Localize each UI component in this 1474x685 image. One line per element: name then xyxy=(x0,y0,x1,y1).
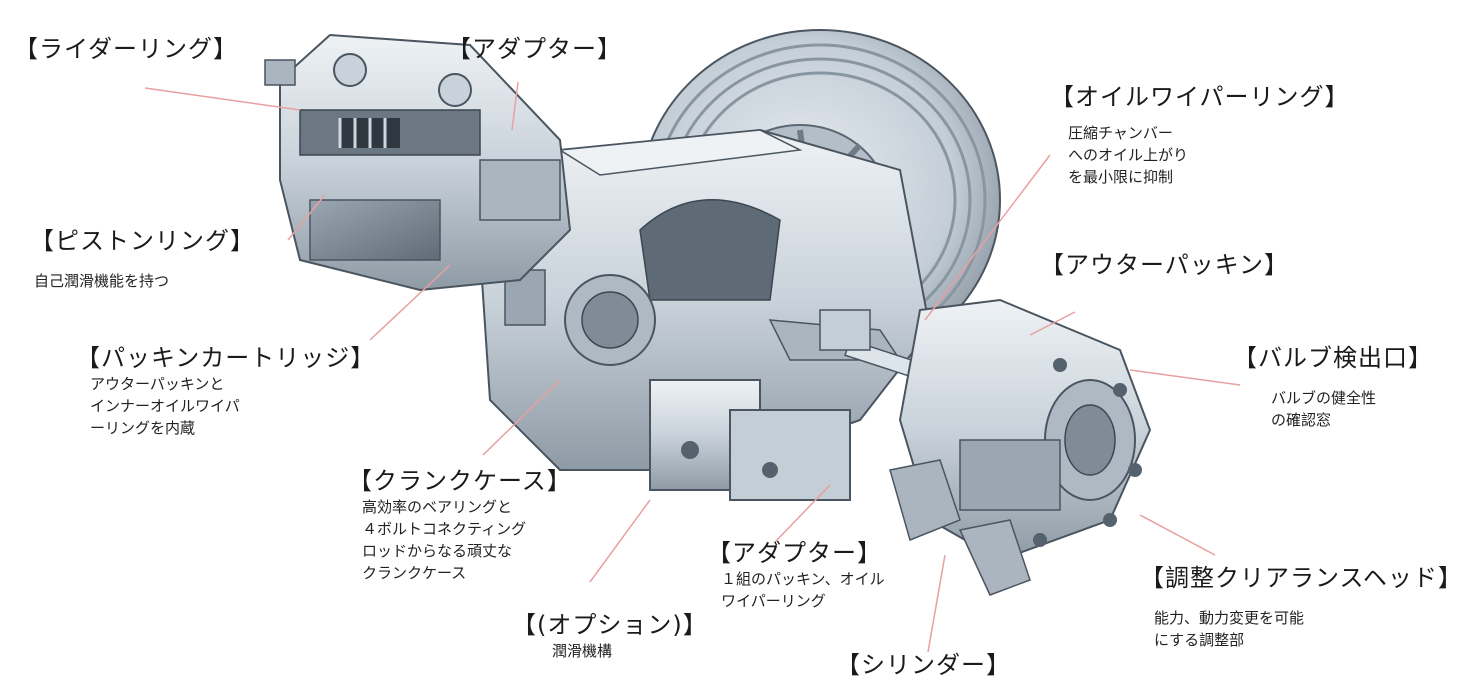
leader-adapter-top xyxy=(511,81,519,131)
label-title: 【(オプション)】 xyxy=(512,611,708,639)
label-adapter-bottom: 【アダプター】 １組のパッキン、オイル ワイパーリング xyxy=(707,538,885,612)
label-title: 【調整クリアランスヘッド】 xyxy=(1140,564,1463,592)
label-desc-line: 高効率のベアリングと xyxy=(362,498,513,516)
leader-clearance-head xyxy=(1139,514,1216,556)
crankcase-body xyxy=(478,128,932,501)
label-title: 【アダプター】 xyxy=(707,539,882,567)
label-desc-line: を最小限に抑制 xyxy=(1068,168,1174,186)
leader-packing-cartridge xyxy=(369,264,451,341)
leader-cylinder xyxy=(927,554,946,653)
label-title: 【ライダーリング】 xyxy=(14,35,239,63)
label-cylinder: 【シリンダー】 xyxy=(836,650,1011,680)
right-cylinder-assembly xyxy=(768,298,1152,596)
leader-option xyxy=(589,499,651,583)
label-desc-line: アウターパッキンと xyxy=(90,375,225,393)
label-desc-line: 能力、動力変更を可能 xyxy=(1154,609,1305,627)
label-desc-line: ワイパーリング xyxy=(721,592,826,610)
label-desc-line: へのオイル上がり xyxy=(1068,146,1189,164)
label-desc-line: バルブの健全性 xyxy=(1271,389,1377,407)
label-desc-line: 潤滑機構 xyxy=(552,642,613,660)
label-desc-line: １組のパッキン、オイル xyxy=(721,570,885,588)
label-desc-line: ロッドからなる頑丈な xyxy=(362,542,513,560)
leader-piston-ring xyxy=(287,194,326,241)
leader-oil-wiper-ring xyxy=(924,154,1051,321)
left-cylinder-assembly xyxy=(264,33,572,292)
leader-crankcase xyxy=(482,379,561,456)
label-desc-line: にする調整部 xyxy=(1154,631,1245,649)
label-desc-line: インナーオイルワイパ xyxy=(90,397,240,415)
label-desc-line: クランクケース xyxy=(362,564,467,582)
label-desc-line: の確認窓 xyxy=(1271,411,1332,429)
label-packing-cartridge: 【パッキンカートリッジ】 アウターパッキンと インナーオイルワイパ ーリングを内… xyxy=(76,343,375,439)
label-title: 【アウターパッキン】 xyxy=(1040,251,1290,279)
leader-lines xyxy=(144,81,1241,653)
label-desc-line: 圧縮チャンバー xyxy=(1068,124,1173,142)
label-title: 【シリンダー】 xyxy=(836,651,1011,679)
leader-outer-packing xyxy=(1029,311,1076,336)
label-valve-inspection: 【バルブ検出口】 バルブの健全性 の確認窓 xyxy=(1233,343,1433,431)
label-clearance-head: 【調整クリアランスヘッド】 能力、動力変更を可能 にする調整部 xyxy=(1140,563,1463,651)
label-title: 【クランクケース】 xyxy=(348,467,572,495)
label-title: 【アダプター】 xyxy=(447,35,622,63)
label-oil-wiper-ring: 【オイルワイパーリング】 圧縮チャンバー へのオイル上がり を最小限に抑制 xyxy=(1050,82,1350,188)
label-piston-ring: 【ピストンリング】 自己潤滑機能を持つ xyxy=(30,226,255,292)
label-adapter-top: 【アダプター】 xyxy=(447,34,622,64)
label-option: 【(オプション)】 潤滑機構 xyxy=(512,610,708,662)
label-desc-line: ４ボルトコネクティング xyxy=(362,520,527,538)
label-title: 【パッキンカートリッジ】 xyxy=(76,344,376,372)
label-title: 【バルブ検出口】 xyxy=(1233,344,1433,372)
label-title: 【ピストンリング】 xyxy=(30,227,255,255)
label-outer-packing: 【アウターパッキン】 xyxy=(1040,250,1289,280)
label-rider-ring: 【ライダーリング】 xyxy=(14,34,238,64)
label-title: 【オイルワイパーリング】 xyxy=(1050,83,1350,111)
label-desc-line: ーリングを内蔵 xyxy=(90,419,196,437)
label-desc-line: 自己潤滑機能を持つ xyxy=(34,272,170,290)
leader-valve-inspection xyxy=(1129,369,1241,386)
label-crankcase: 【クランクケース】 高効率のベアリングと ４ボルトコネクティング ロッドからなる… xyxy=(348,466,572,584)
leader-adapter-bottom xyxy=(774,484,831,543)
leader-rider-ring xyxy=(144,87,301,111)
